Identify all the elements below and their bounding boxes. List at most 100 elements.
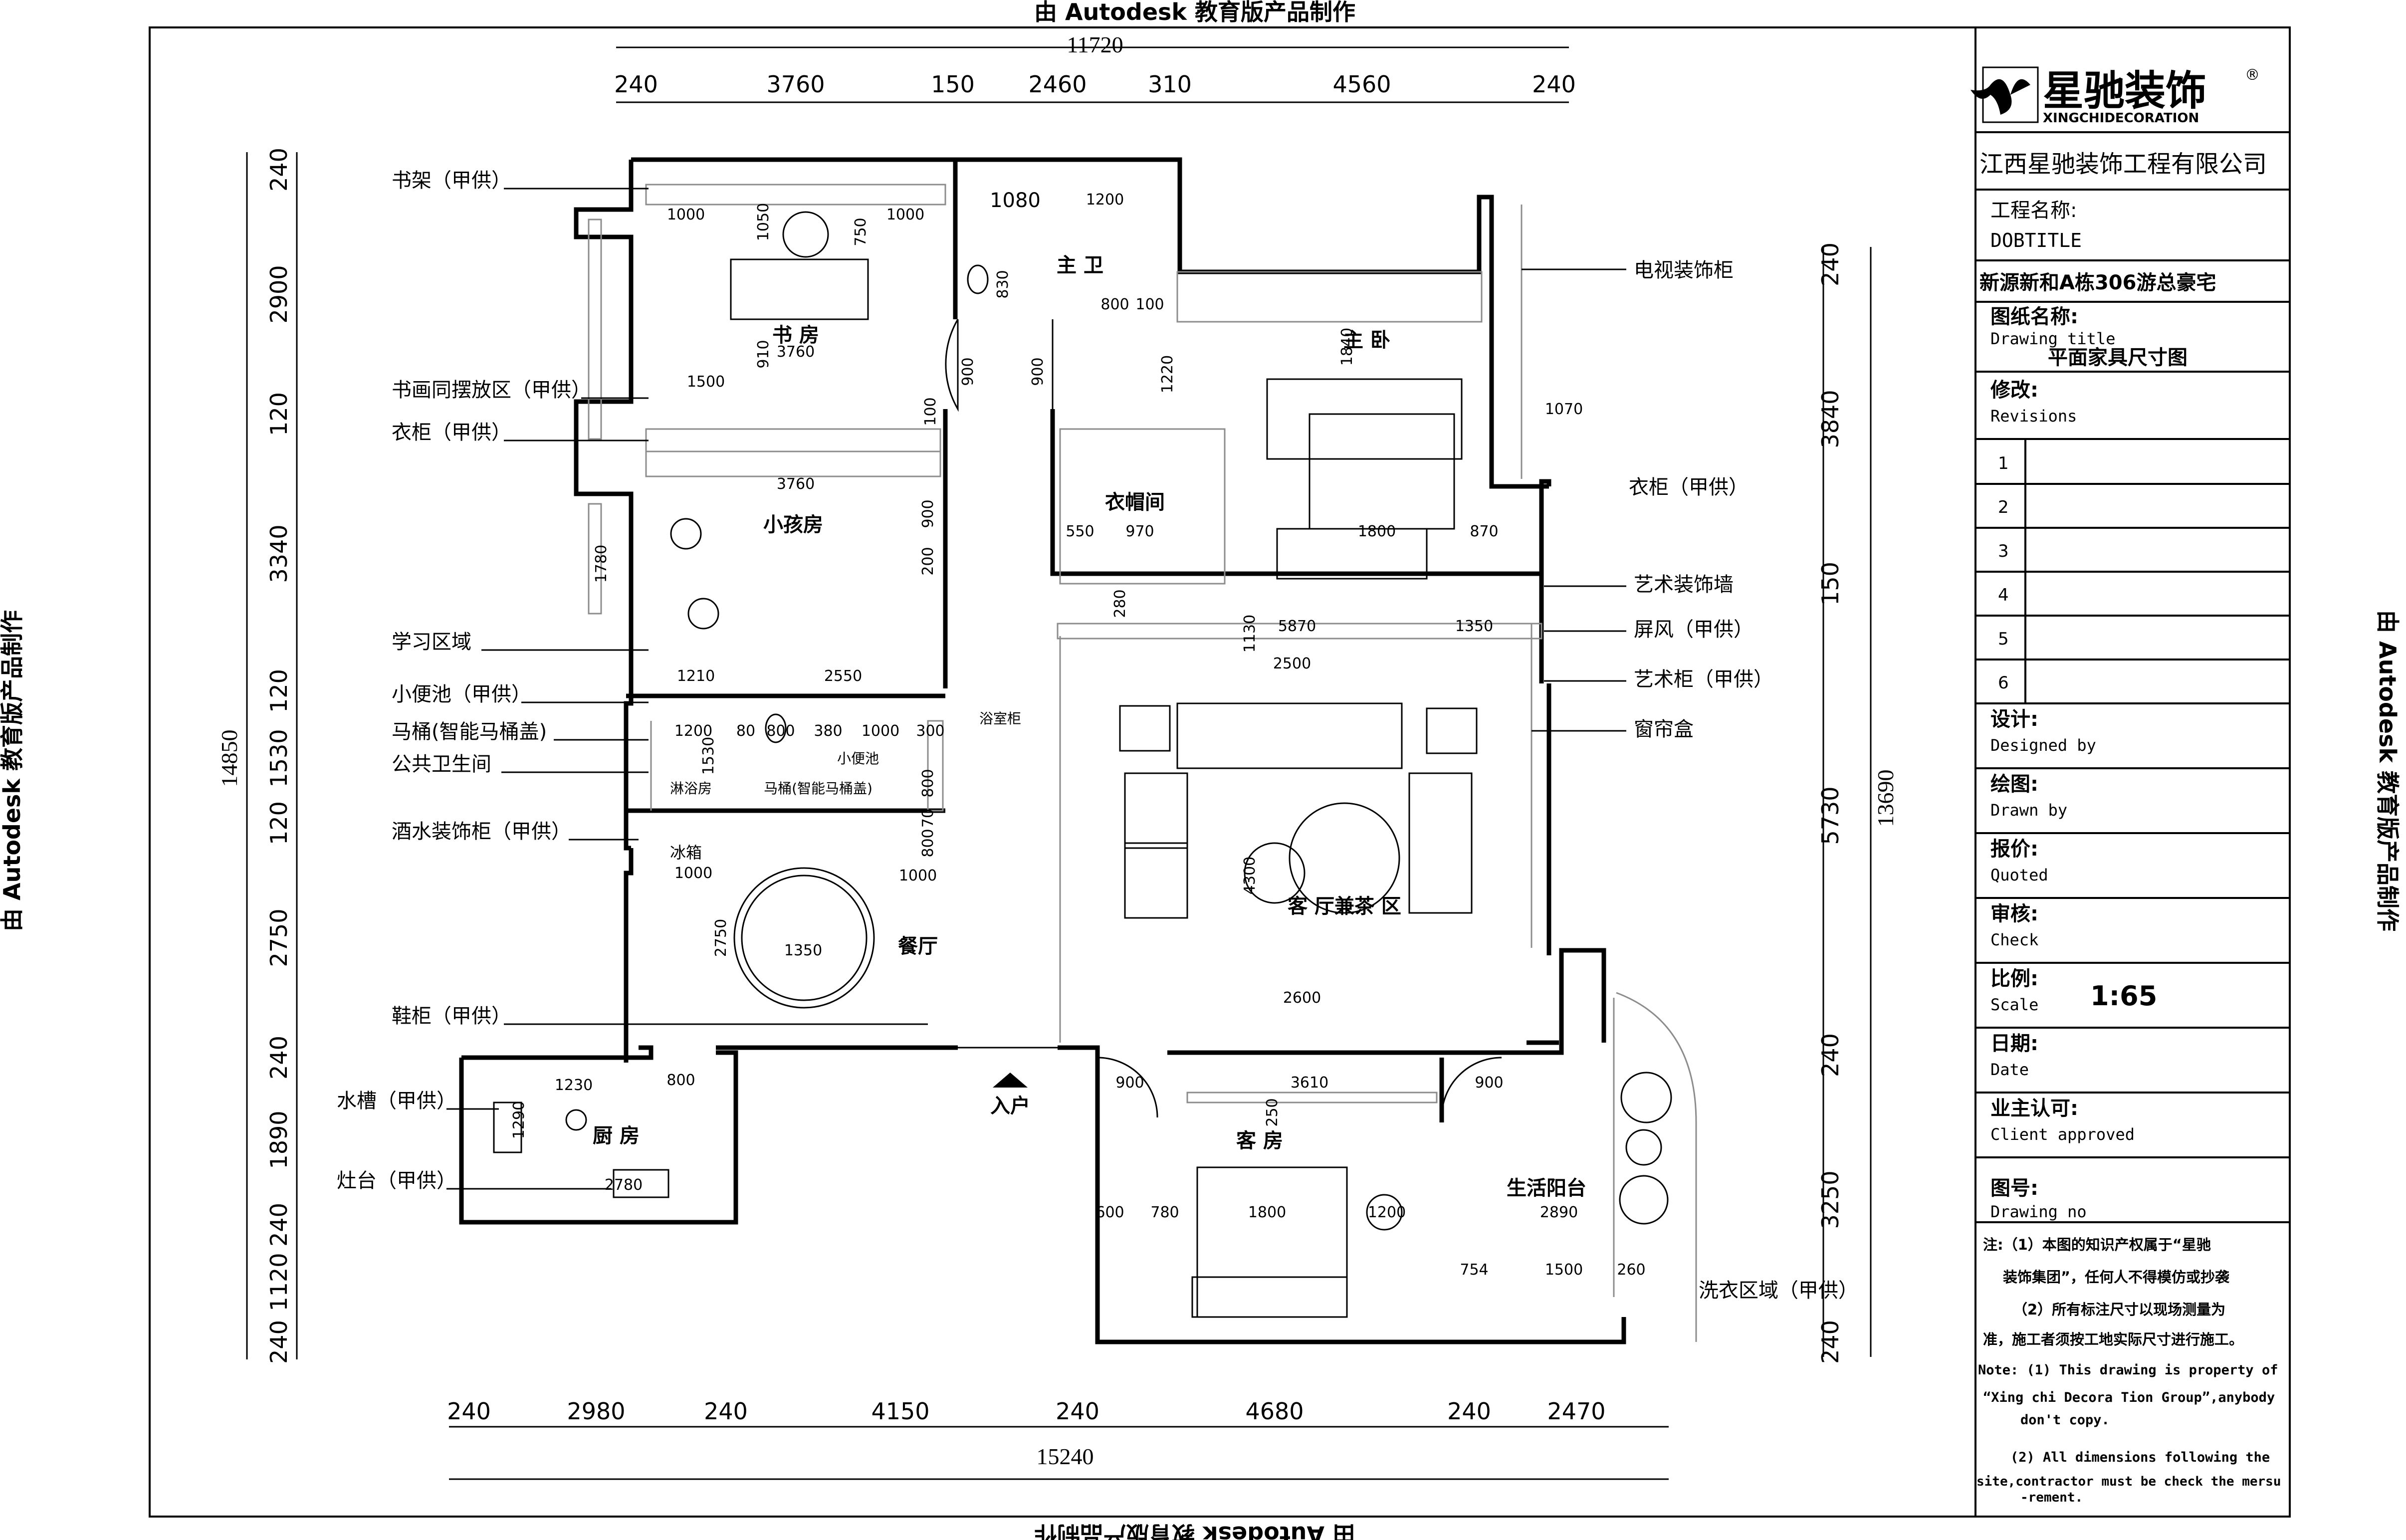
inner-dim-3: 1000 (886, 206, 924, 223)
dim-left-2: 120 (265, 392, 292, 436)
inner-dim-15: 1840 (1338, 328, 1356, 366)
brand-registered: ® (2245, 66, 2260, 84)
inner-dim-29: 1350 (1455, 618, 1493, 635)
inner-dim-63: 1500 (1545, 1261, 1583, 1279)
dim-right-3: 5730 (1817, 786, 1844, 845)
inner-dim-12: 900 (959, 357, 977, 386)
brand-name-en: XINGCHIDECORATION (2043, 111, 2199, 126)
note-en-5: -rement. (2020, 1490, 2083, 1505)
approved-en: Client approved (1990, 1125, 2135, 1144)
drawn-label: 绘图: (1990, 773, 2038, 796)
label-left-1: 书画同摆放区（甲供） (392, 379, 591, 402)
inner-dim-62: 754 (1460, 1261, 1488, 1279)
label-left-4: 小便池（甲供） (392, 683, 531, 706)
inner-dim-39: 1530 (700, 737, 717, 775)
inner-dim-50: 800 (666, 1072, 695, 1089)
inner-dim-5: 1200 (1086, 191, 1124, 209)
label-right-6: 洗衣区域（甲供） (1699, 1279, 1858, 1302)
inner-dim-60: 1200 (1368, 1204, 1406, 1221)
inner-dim-52: 2780 (605, 1176, 643, 1194)
dim-right-6: 240 (1817, 1320, 1844, 1364)
inner-dim-16: 1070 (1545, 401, 1583, 418)
room-guest: 客 房 (1236, 1129, 1283, 1152)
label-left-5: 马桶(智能马桶盖) (392, 720, 547, 743)
inner-dim-36: 380 (814, 722, 842, 740)
dim-top-0: 240 (614, 71, 658, 98)
label-urinal: 小便池 (837, 750, 879, 767)
dim-left-10: 240 (265, 1203, 292, 1247)
inner-dim-64: 260 (1617, 1261, 1645, 1279)
dim-left-total: 14850 (217, 730, 242, 787)
quoted-en: Quoted (1990, 866, 2048, 884)
dim-top-1: 3760 (766, 71, 825, 98)
inner-dim-0: 1000 (667, 206, 705, 223)
project-code: DOBTITLE (1990, 229, 2082, 251)
brand-logo: 星驰装饰 ® XINGCHIDECORATION (1970, 66, 2260, 126)
brand-name: 星驰装饰 (2043, 67, 2206, 115)
dim-right-total: 13690 (1873, 770, 1898, 827)
inner-dim-22: 550 (1066, 523, 1094, 540)
label-left-0: 书架（甲供） (392, 169, 511, 192)
inner-dim-27: 1130 (1241, 615, 1259, 653)
revision-1: 1 (1998, 453, 2009, 473)
dim-left-1: 2900 (265, 265, 292, 323)
room-closet: 衣帽间 (1105, 491, 1165, 514)
inner-dim-47: 4300 (1241, 857, 1259, 894)
note-en-0: Note: (1) This drawing is property of (1978, 1362, 2278, 1378)
revision-4: 4 (1998, 585, 2009, 605)
door-swings (945, 319, 1502, 1118)
inner-dim-23: 970 (1125, 523, 1154, 540)
note-cn-2: （2）所有标注尺寸以现场测量为 (2013, 1301, 2225, 1318)
dim-left-3: 3340 (265, 524, 292, 583)
room-kids: 小孩房 (763, 513, 823, 536)
inner-dimensions: 1000 1050 750 1000 1080 1200 830 800 100… (510, 189, 1646, 1279)
note-en-2: don't copy. (2020, 1412, 2110, 1428)
drawn-en: Drawn by (1990, 801, 2067, 820)
project-name: 新源新和A栋306游总豪宅 (1979, 271, 2216, 294)
dim-left-4: 120 (265, 669, 292, 713)
label-shower-cabinet: 浴室柜 (979, 710, 1021, 727)
revision-en: Revisions (1990, 407, 2077, 426)
inner-dim-59: 1800 (1248, 1204, 1286, 1221)
drawing-title-en: Drawing title (1990, 329, 2115, 348)
inner-dim-18: 3760 (777, 475, 815, 493)
company-name: 江西星驰装饰工程有限公司 (1979, 150, 2267, 178)
revision-5: 5 (1998, 629, 2009, 649)
room-kitchen: 厨 房 (593, 1124, 640, 1147)
revision-label: 修改: (1990, 379, 2038, 402)
fixture-labels: 淋浴房 马桶(智能马桶盖) 小便池 浴室柜 冰箱 (670, 710, 1021, 862)
inner-dim-2: 750 (852, 218, 870, 246)
inner-dim-6: 830 (994, 270, 1012, 298)
scale-en: Scale (1990, 995, 2038, 1014)
scale-value: 1:65 (2090, 980, 2157, 1012)
room-balcony: 生活阳台 (1507, 1177, 1586, 1200)
dim-left-5: 1530 (265, 729, 292, 787)
inner-dim-51: 1290 (510, 1101, 528, 1139)
drawing-no-label: 图号: (1990, 1177, 2038, 1200)
inner-dim-61: 2890 (1540, 1204, 1578, 1221)
inner-dim-11: 1500 (687, 373, 725, 391)
dim-top-5: 4560 (1332, 71, 1391, 98)
dim-right-2: 150 (1817, 562, 1844, 606)
inner-dim-37: 1000 (862, 722, 899, 740)
note-en-3: (2) All dimensions following the (2010, 1450, 2270, 1465)
note-cn-3: 准，施工者须按工地实际尺寸进行施工。 (1983, 1331, 2243, 1348)
dim-bottom-6: 240 (1447, 1398, 1491, 1425)
label-fridge: 冰箱 (670, 843, 702, 862)
check-label: 审核: (1990, 902, 2038, 925)
inner-dim-17: 100 (922, 397, 939, 426)
inner-dim-4: 1080 (990, 189, 1041, 212)
dim-bottom-7: 2470 (1547, 1398, 1605, 1425)
title-block (1974, 27, 2290, 1517)
inner-dim-56: 900 (1475, 1074, 1503, 1092)
inner-dim-14: 1220 (1159, 355, 1176, 393)
quoted-label: 报价: (1990, 838, 2038, 861)
dim-top-total: 11720 (1067, 32, 1123, 57)
sheet-border (149, 26, 2291, 1518)
label-right-5: 窗帘盒 (1634, 718, 1694, 741)
label-shower: 淋浴房 (670, 780, 712, 797)
date-en: Date (1990, 1060, 2029, 1079)
inner-dim-32: 2500 (1273, 655, 1311, 672)
date-label: 日期: (1990, 1032, 2038, 1055)
